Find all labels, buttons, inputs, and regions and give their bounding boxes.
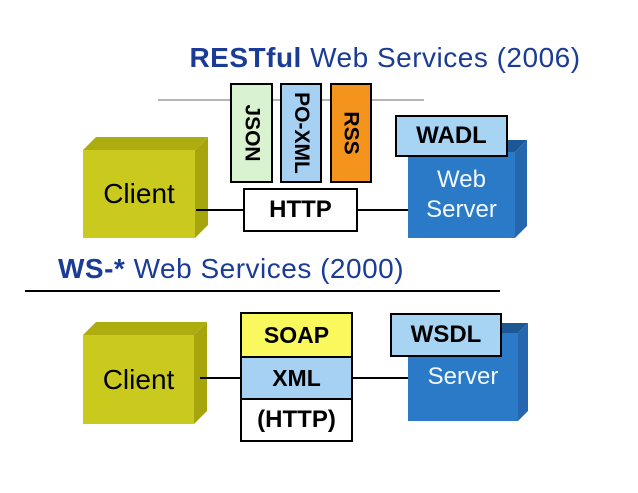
ws-section-title: WS-* Web Services (2000) [58,253,404,285]
http-transport-box: HTTP [243,188,358,232]
rss-label: RSS [340,111,363,155]
soap-stack-box: SOAP [240,312,353,358]
rest-client-cube [83,137,208,243]
ws-client-cube [83,322,207,429]
http-paren-stack-box: (HTTP) [240,398,353,442]
cube-graphic [83,322,207,424]
wsdl-contract-box: WSDL [390,313,502,357]
wsdl-label: WSDL [410,321,482,348]
xml-label: XML [272,364,321,391]
xml-stack-box: XML [240,356,353,400]
ws-title-text: Web Services (2000) [125,253,405,284]
ws-title-emphasis: WS-* [58,253,126,284]
wadl-contract-box: WADL [395,115,508,157]
cube-graphic [83,137,208,238]
rss-format-box: RSS [330,83,372,183]
wadl-label: WADL [416,122,487,149]
connector-client-http [196,209,243,211]
rest-section-title: RESTful Web Services (2006) [150,42,620,74]
json-format-box: JSON [230,83,273,183]
po-xml-label: PO-XML [290,92,314,174]
section-divider-line [25,290,500,292]
connector-client-stack [200,377,240,379]
connector-stack-server [353,377,408,379]
po-xml-format-box: PO-XML [280,83,322,183]
rest-title-emphasis: RESTful [189,42,302,73]
connector-http-server [358,209,408,211]
soap-label: SOAP [263,321,330,348]
http-label: HTTP [269,196,332,223]
rest-title-text: Web Services (2006) [301,42,581,73]
http-paren-label: (HTTP) [257,406,336,433]
json-label: JSON [240,104,264,162]
